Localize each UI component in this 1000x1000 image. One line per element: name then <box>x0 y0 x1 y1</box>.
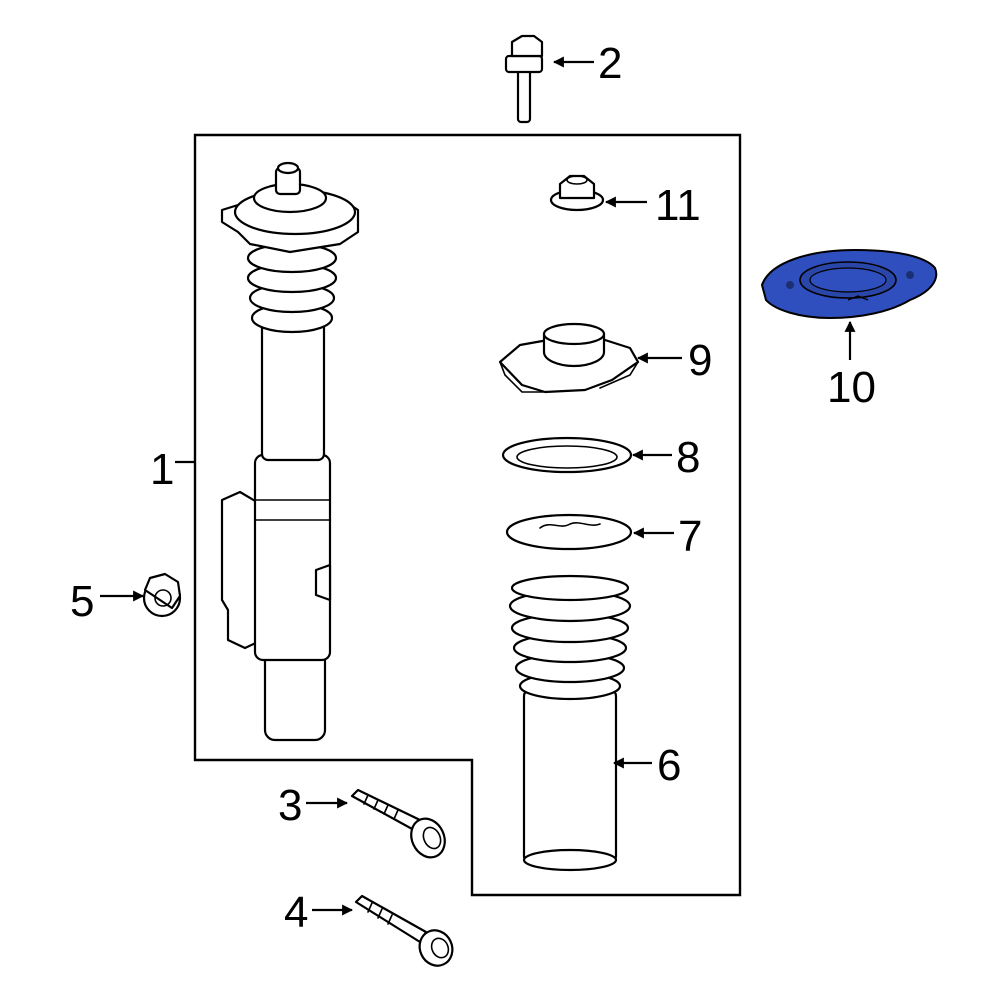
callout-5: 5 <box>70 577 94 626</box>
bolt-icon-2[interactable] <box>504 34 544 124</box>
callout-4: 4 <box>284 888 308 937</box>
callout-8: 8 <box>676 433 700 482</box>
bolt-icon-3[interactable] <box>350 788 451 863</box>
callout-3: 3 <box>278 781 302 830</box>
nut-icon-11[interactable] <box>549 174 605 212</box>
bearing-ring-icon-8[interactable] <box>501 436 633 474</box>
callout-9: 9 <box>688 336 712 385</box>
callout-2: 2 <box>598 39 622 88</box>
callout-10: 10 <box>827 363 876 412</box>
insulator-icon-7[interactable] <box>505 513 633 551</box>
strut-mount-icon-9[interactable] <box>498 322 640 394</box>
bolt-icon-4[interactable] <box>354 894 458 971</box>
callout-11: 11 <box>655 181 701 230</box>
dust-boot-icon-6[interactable] <box>508 574 632 872</box>
spring-seat-icon-10[interactable] <box>760 248 938 320</box>
strut-assembly-icon[interactable] <box>220 161 360 742</box>
nut-icon-5[interactable] <box>142 572 182 618</box>
callout-1: 1 <box>150 445 174 494</box>
assembly-frame <box>193 133 742 897</box>
callout-6: 6 <box>657 741 681 790</box>
callout-7: 7 <box>678 512 702 561</box>
